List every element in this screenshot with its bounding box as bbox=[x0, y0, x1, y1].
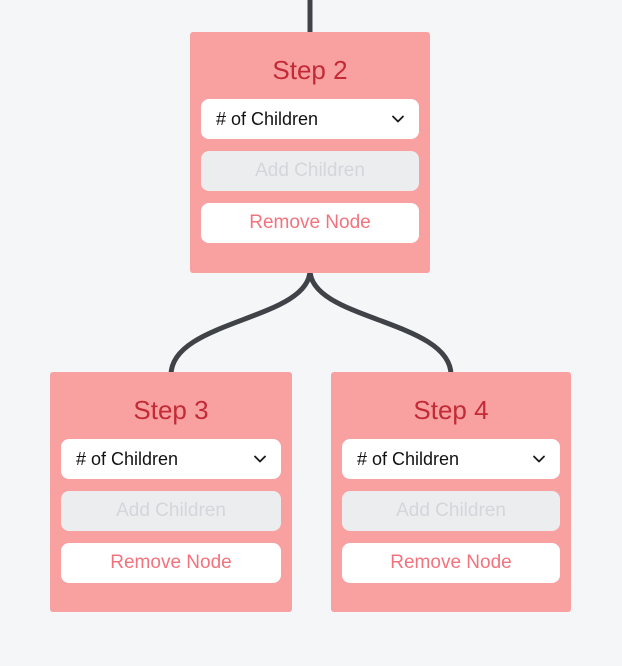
remove-node-button[interactable]: Remove Node bbox=[342, 543, 560, 583]
children-count-select[interactable]: # of Children bbox=[342, 439, 560, 479]
children-count-select-wrap: # of Children bbox=[61, 439, 281, 479]
remove-node-button[interactable]: Remove Node bbox=[201, 203, 419, 243]
connector-step2-to-step3 bbox=[168, 267, 313, 378]
children-count-select-wrap: # of Children bbox=[201, 99, 419, 139]
tree-node-step4: Step 4 # of Children Add Children Remove… bbox=[331, 372, 571, 612]
tree-node-step3: Step 3 # of Children Add Children Remove… bbox=[50, 372, 292, 612]
connector-step2-to-step4 bbox=[307, 267, 454, 378]
tree-node-step2: Step 2 # of Children Add Children Remove… bbox=[190, 32, 430, 273]
children-count-select-wrap: # of Children bbox=[342, 439, 560, 479]
remove-node-button[interactable]: Remove Node bbox=[61, 543, 281, 583]
children-count-select[interactable]: # of Children bbox=[201, 99, 419, 139]
add-children-button: Add Children bbox=[61, 491, 281, 531]
node-title: Step 4 bbox=[413, 395, 489, 425]
children-count-select[interactable]: # of Children bbox=[61, 439, 281, 479]
node-title: Step 3 bbox=[133, 395, 209, 425]
node-title: Step 2 bbox=[272, 55, 348, 85]
add-children-button: Add Children bbox=[201, 151, 419, 191]
add-children-button: Add Children bbox=[342, 491, 560, 531]
